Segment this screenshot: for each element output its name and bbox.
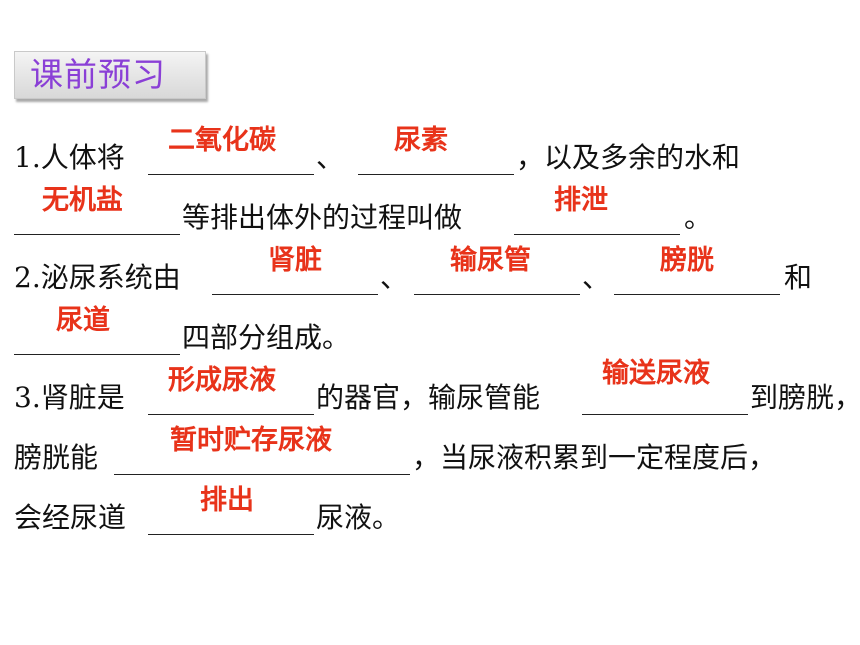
q2-line-2: 尿道 四部分组成。 [14, 305, 854, 358]
q3-answer-3: 暂时贮存尿液 [170, 425, 332, 456]
q3-mid-1: 的器官，输尿管能 [316, 381, 541, 414]
q1-answer-1: 二氧化碳 [168, 125, 276, 156]
q2-blank-1: 肾脏 [212, 245, 378, 295]
q1-answer-3: 无机盐 [42, 185, 123, 216]
q1-blank-4: 排泄 [514, 185, 680, 235]
section-badge [14, 51, 206, 99]
q1-end: 。 [684, 201, 713, 234]
q2-answer-4: 尿道 [56, 305, 110, 336]
q2-separator-1: 、 [380, 261, 409, 294]
q3-answer-4: 排出 [200, 485, 254, 516]
q1-line-1: 1.人体将 二氧化碳 、 尿素 ，以及多余的水和 [14, 125, 854, 178]
q1-blank-1: 二氧化碳 [148, 125, 314, 175]
q3-answer-1: 形成尿液 [168, 365, 276, 396]
q3-line-3: 会经尿道 排出 尿液。 [14, 485, 854, 538]
section-title: 课前预习 [30, 55, 166, 94]
q2-answer-1: 肾脏 [268, 245, 322, 276]
q1-after: ，以及多余的水和 [516, 141, 741, 174]
q1-separator: 、 [316, 141, 345, 174]
q2-answer-2: 输尿管 [450, 245, 531, 276]
q3-line-2: 膀胱能 暂时贮存尿液 ，当尿液积累到一定程度后， [14, 425, 854, 478]
q1-answer-2: 尿素 [394, 125, 448, 156]
q2-blank-3: 膀胱 [614, 245, 780, 295]
q1-blank-2: 尿素 [358, 125, 514, 175]
q3-blank-1: 形成尿液 [148, 365, 314, 415]
q3-prefix: 3.肾脏是 [14, 381, 125, 414]
q1-answer-4: 排泄 [554, 185, 608, 216]
q3-answer-2: 输送尿液 [602, 358, 710, 389]
q1-line-2: 无机盐 等排出体外的过程叫做 排泄 。 [14, 185, 854, 238]
q2-blank-4: 尿道 [14, 305, 180, 355]
q2-and: 和 [784, 261, 813, 294]
q2-line-1: 2.泌尿系统由 肾脏 、 输尿管 、 膀胱 和 [14, 245, 854, 298]
q2-blank-2: 输尿管 [414, 245, 580, 295]
q2-separator-2: 、 [582, 261, 611, 294]
q3-line3-prefix: 会经尿道 [14, 501, 127, 534]
q1-blank-3: 无机盐 [14, 185, 180, 235]
q3-line3-text: 尿液。 [316, 501, 401, 534]
q3-line2-prefix: 膀胱能 [14, 441, 99, 474]
q2-answer-3: 膀胱 [660, 245, 714, 276]
q3-line-1: 3.肾脏是 形成尿液 的器官，输尿管能 输送尿液 到膀胱， [14, 358, 860, 418]
q1-prefix: 1.人体将 [14, 141, 125, 174]
q3-blank-2: 输送尿液 [582, 358, 748, 415]
q3-blank-4: 排出 [148, 485, 314, 535]
q2-prefix: 2.泌尿系统由 [14, 261, 181, 294]
q3-line2-text: ，当尿液积累到一定程度后， [412, 441, 777, 474]
q2-line2-text: 四部分组成。 [182, 321, 351, 354]
q3-blank-3: 暂时贮存尿液 [114, 425, 410, 475]
q1-line2-text: 等排出体外的过程叫做 [182, 201, 463, 234]
q3-mid-2: 到膀胱， [750, 381, 860, 414]
